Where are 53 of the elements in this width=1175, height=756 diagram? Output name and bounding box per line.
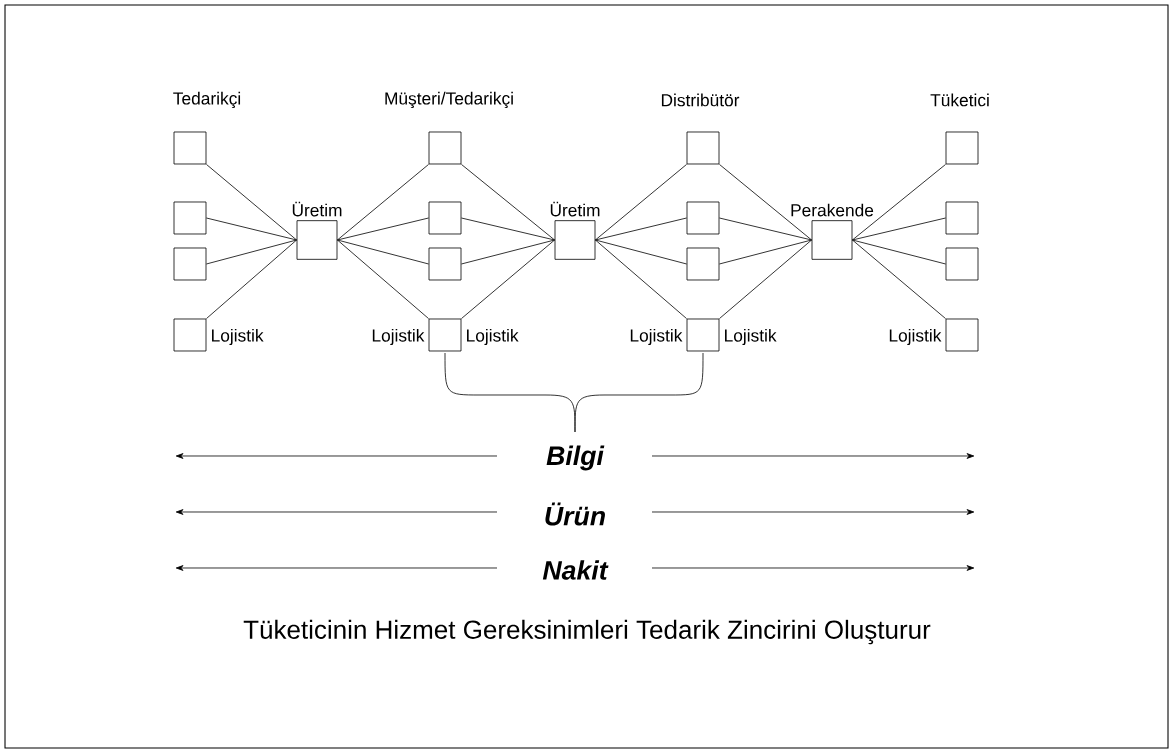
connector-line (206, 239, 297, 265)
box (428, 247, 462, 281)
connector-line (337, 239, 429, 265)
lojistik-label: Lojistik (889, 328, 942, 346)
lojistik-label: Lojistik (725, 328, 777, 346)
flow-label: Ürün (545, 502, 605, 526)
box (428, 201, 462, 235)
connector-line (595, 164, 687, 241)
connector-line (595, 217, 687, 241)
box (945, 247, 979, 281)
connector-line (206, 164, 297, 241)
column-heading: Müşteri/Tedarikçi (385, 91, 513, 109)
node-label: Perakende (791, 203, 874, 217)
box (173, 201, 207, 235)
connector-line (461, 239, 555, 265)
box (686, 201, 720, 235)
connector-line (852, 217, 946, 241)
lojistik-label: Lojistik (212, 328, 264, 346)
flow-label: Bilgi (546, 445, 605, 471)
lojistik-label: Lojistik (467, 328, 519, 346)
box (173, 131, 207, 165)
flow-label: Nakit (542, 560, 609, 580)
box (945, 201, 979, 235)
connector-line (719, 239, 812, 319)
column-heading: Tüketici (930, 93, 989, 107)
box (686, 131, 720, 165)
connector-line (206, 217, 297, 241)
connector-line (337, 239, 429, 319)
connector-line (206, 239, 297, 319)
lojistik-label: Lojistik (630, 328, 683, 346)
node-label: Üretim (292, 201, 342, 217)
connector-line (852, 239, 946, 265)
connector-line (719, 217, 812, 241)
node-label: Üretim (550, 201, 600, 217)
connector-line (852, 239, 946, 319)
connector-line (595, 239, 687, 265)
box (173, 247, 207, 281)
connector-line (337, 217, 429, 241)
column-heading: Distribütör (661, 93, 740, 107)
connector-line (461, 217, 555, 241)
box (686, 247, 720, 281)
column-heading: Tedarikçi (173, 91, 241, 109)
connector-line (852, 164, 946, 241)
connector-line (461, 164, 555, 241)
connector-line (337, 164, 429, 241)
box (945, 131, 979, 165)
lojistik-label: Lojistik (372, 328, 425, 346)
connector-line (595, 239, 687, 319)
connector-line (461, 239, 555, 319)
box (428, 131, 462, 165)
caption: Tüketicinin Hizmet Gereksinimleri Tedarik Zincirini Oluşturur (243, 619, 931, 645)
connector-line (719, 164, 812, 241)
connector-line (719, 239, 812, 265)
